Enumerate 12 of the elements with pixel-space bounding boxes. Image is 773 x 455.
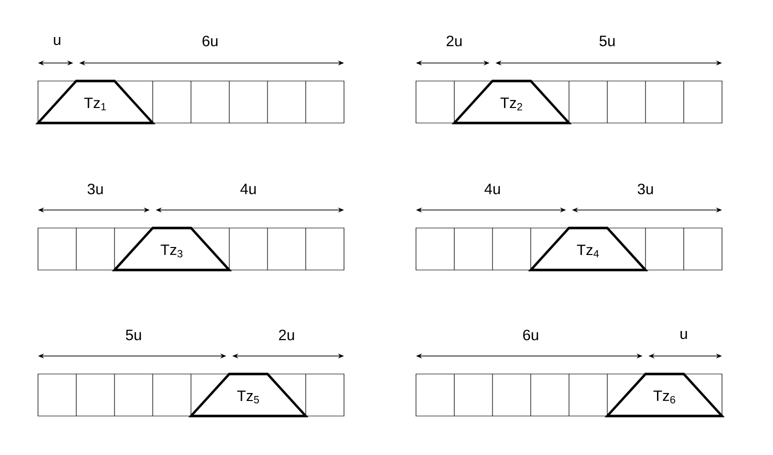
dimension-label: 2u [446,36,462,46]
dimension-label: 3u [88,184,103,194]
dimension-label: 5u [126,330,141,340]
dimension-label: 4u [484,184,500,194]
dimension-label: 6u [202,36,218,46]
dimension-label: 2u [279,330,294,340]
dimension-label: 3u [638,184,653,194]
dimension-label: 4u [240,184,256,194]
dimension-label: 6u [523,330,538,340]
dimension-label: u [54,36,60,46]
dimension-label: 5u [600,36,615,46]
dimension-label: u [680,330,687,340]
